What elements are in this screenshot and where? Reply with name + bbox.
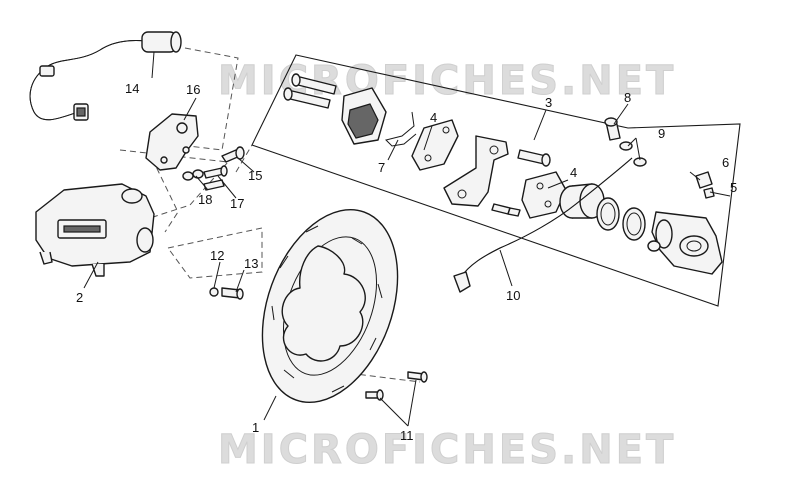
callout-17: 17 xyxy=(230,196,244,211)
callout-18: 18 xyxy=(198,192,212,207)
bracket-pins xyxy=(491,149,551,217)
callout-15: 15 xyxy=(248,168,262,183)
brake-hose xyxy=(453,157,633,293)
callout-4-lower: 4 xyxy=(570,165,577,180)
caliper-body xyxy=(647,211,723,275)
callout-5: 5 xyxy=(730,180,737,195)
callout-3: 3 xyxy=(545,95,552,110)
caliper-cover xyxy=(35,183,155,277)
caliper-assembly-frame xyxy=(251,54,741,307)
callout-8: 8 xyxy=(624,90,631,105)
leader-lines xyxy=(83,51,731,427)
bleed-valve xyxy=(695,171,715,199)
callout-14: 14 xyxy=(125,81,139,96)
callout-7: 7 xyxy=(378,160,385,175)
pad-pins xyxy=(283,73,337,109)
callout-10: 10 xyxy=(506,288,520,303)
pad-spring xyxy=(385,111,417,147)
callout-12: 12 xyxy=(210,248,224,263)
pad-plate-right xyxy=(521,171,567,219)
callout-13: 13 xyxy=(244,256,258,271)
piston-seals xyxy=(596,197,646,241)
cover-fasteners xyxy=(209,287,244,300)
callout-1: 1 xyxy=(252,420,259,435)
callout-numbers: 14 16 15 18 17 2 12 13 3 4 4 7 8 9 6 5 1… xyxy=(76,81,737,443)
callout-16: 16 xyxy=(186,82,200,97)
callout-11: 11 xyxy=(400,428,414,443)
brake-disc xyxy=(261,208,399,404)
callout-4-upper: 4 xyxy=(430,110,437,125)
disc-screws xyxy=(365,371,428,401)
callout-2: 2 xyxy=(76,290,83,305)
watermark-bottom: MICROFICHES.NET xyxy=(218,427,676,473)
sensor-bracket xyxy=(145,113,199,171)
caliper-support-bracket xyxy=(443,135,509,207)
brake-pad xyxy=(341,87,387,145)
disc-slots xyxy=(271,225,383,393)
callout-9: 9 xyxy=(658,126,665,141)
pad-plate-left xyxy=(411,119,459,171)
speed-sensor xyxy=(29,31,182,121)
callout-6: 6 xyxy=(722,155,729,170)
bracket-fasteners xyxy=(182,146,245,191)
